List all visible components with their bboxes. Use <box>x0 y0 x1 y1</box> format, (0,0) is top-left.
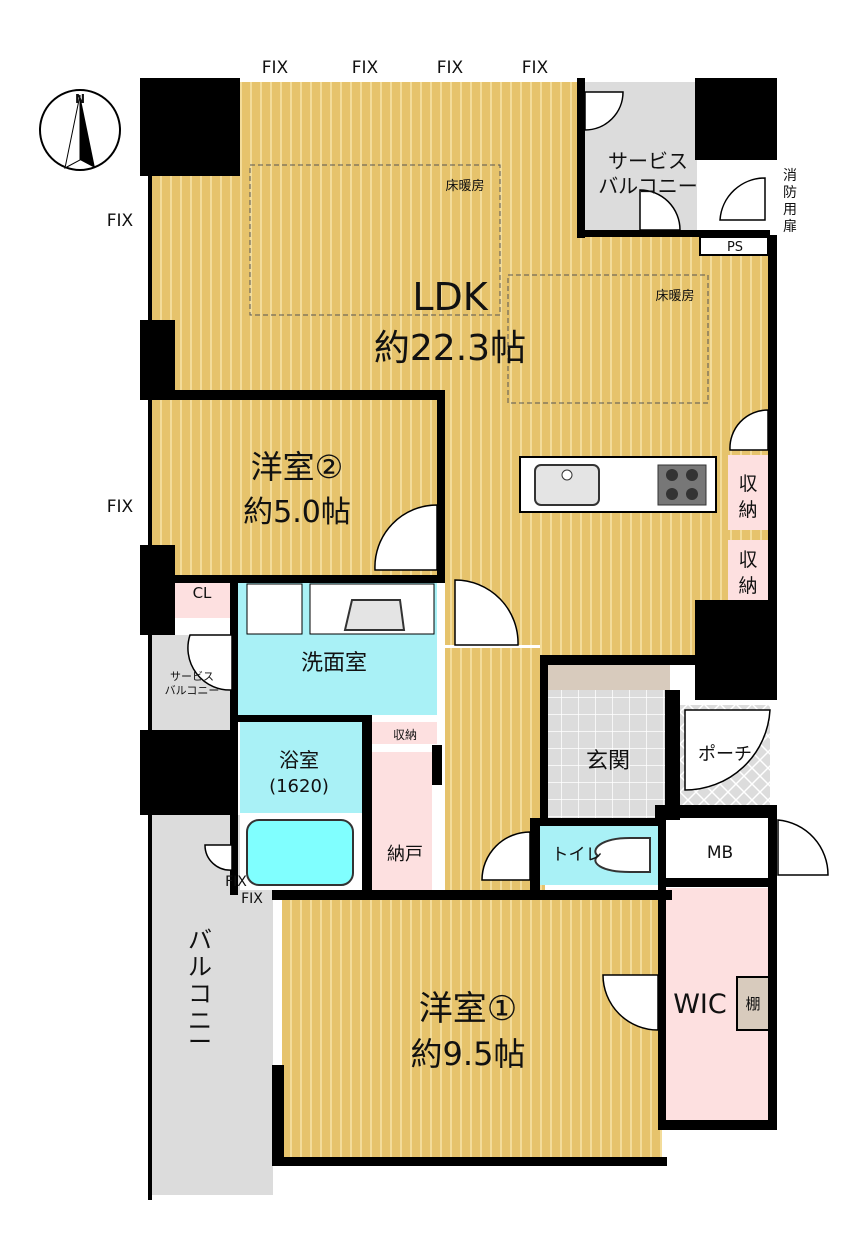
storage-right-2 <box>728 540 768 602</box>
fix-label: FIX <box>241 891 263 907</box>
floor-heating-label: 床暖房 <box>445 178 484 194</box>
closet-nando <box>372 752 432 890</box>
balcony-label: ー <box>188 1028 212 1056</box>
western-room-2-name: 洋室② <box>251 448 344 486</box>
ldk-floor <box>150 82 770 660</box>
fire-door-label: 用 <box>783 202 797 218</box>
fix-label: FIX <box>437 58 464 78</box>
storage-label: 収 <box>738 473 757 495</box>
small-storage-label: 収納 <box>393 728 417 742</box>
stove-icon <box>657 464 707 506</box>
floor-heating-area-1 <box>249 164 501 316</box>
washbasin-icon <box>343 599 406 631</box>
shoe-cabinet <box>548 665 670 690</box>
wic-shelf <box>736 976 770 1031</box>
western-room-1-floor <box>282 900 662 1162</box>
fix-label: FIX <box>262 58 289 78</box>
small-storage <box>372 722 437 744</box>
service-balcony-left-label: サービス <box>170 670 214 683</box>
balcony-label: バ <box>188 926 212 954</box>
closet-label: 納戸 <box>387 844 423 865</box>
floor-heating-label: 床暖房 <box>655 288 694 304</box>
mb-label: MB <box>707 843 733 863</box>
walls <box>140 78 777 1200</box>
storage-right-1 <box>728 455 768 530</box>
fix-label: FIX <box>107 211 134 231</box>
storage-label: 納 <box>738 575 757 597</box>
fire-door-label: 防 <box>783 185 797 201</box>
fix-label: FIX <box>352 58 379 78</box>
western-room-2-area: 約5.0帖 <box>243 495 351 530</box>
cl-label: CL <box>193 584 212 602</box>
entrance-label: 玄関 <box>586 749 630 774</box>
shelf-label: 棚 <box>745 995 760 1013</box>
fix-label: FIX <box>107 497 134 517</box>
fix-label: FIX <box>522 58 549 78</box>
cl-closet <box>175 578 230 618</box>
ldk-name: LDK <box>412 275 488 319</box>
fix-label: FIX <box>225 874 247 890</box>
balcony-label: ル <box>188 953 212 981</box>
mb-box <box>665 818 768 880</box>
washing-machine-space <box>246 583 303 635</box>
ldk-area: 約22.3帖 <box>374 328 526 369</box>
storage-label: 収 <box>738 549 757 571</box>
washroom-label: 洗面室 <box>301 651 367 676</box>
ps-label: PS <box>727 240 743 255</box>
storage-label: 納 <box>738 499 757 521</box>
sink-drain-icon <box>561 469 573 481</box>
wic-label: WIC <box>673 989 727 1020</box>
service-balcony-top-label: バルコニー <box>598 174 698 198</box>
compass-label: N <box>75 92 85 106</box>
toilet-icon <box>594 837 651 873</box>
porch-label: ポーチ <box>698 744 752 765</box>
bathroom-size: (1620) <box>269 776 329 797</box>
toilet-label: トイレ <box>552 845 603 865</box>
western-room-1-name: 洋室① <box>419 989 517 1029</box>
balcony-label: ニ <box>188 1007 212 1035</box>
bathroom-label: 浴室 <box>279 748 319 772</box>
fire-door-label: 消 <box>783 168 797 184</box>
sink-icon <box>534 464 600 506</box>
western-room-1-area: 約9.5帖 <box>411 1035 526 1073</box>
fire-door-label: 扉 <box>783 219 797 235</box>
entrance-floor <box>548 665 670 820</box>
balcony-label: コ <box>188 980 212 1008</box>
north-compass-icon: N <box>39 89 121 171</box>
door-swings <box>187 91 829 1031</box>
service-balcony-left-label: バルコニー <box>165 684 220 697</box>
bathtub-icon <box>246 819 354 886</box>
floor-heating-area-2 <box>507 274 709 404</box>
service-balcony-top-label: サービス <box>608 149 688 173</box>
